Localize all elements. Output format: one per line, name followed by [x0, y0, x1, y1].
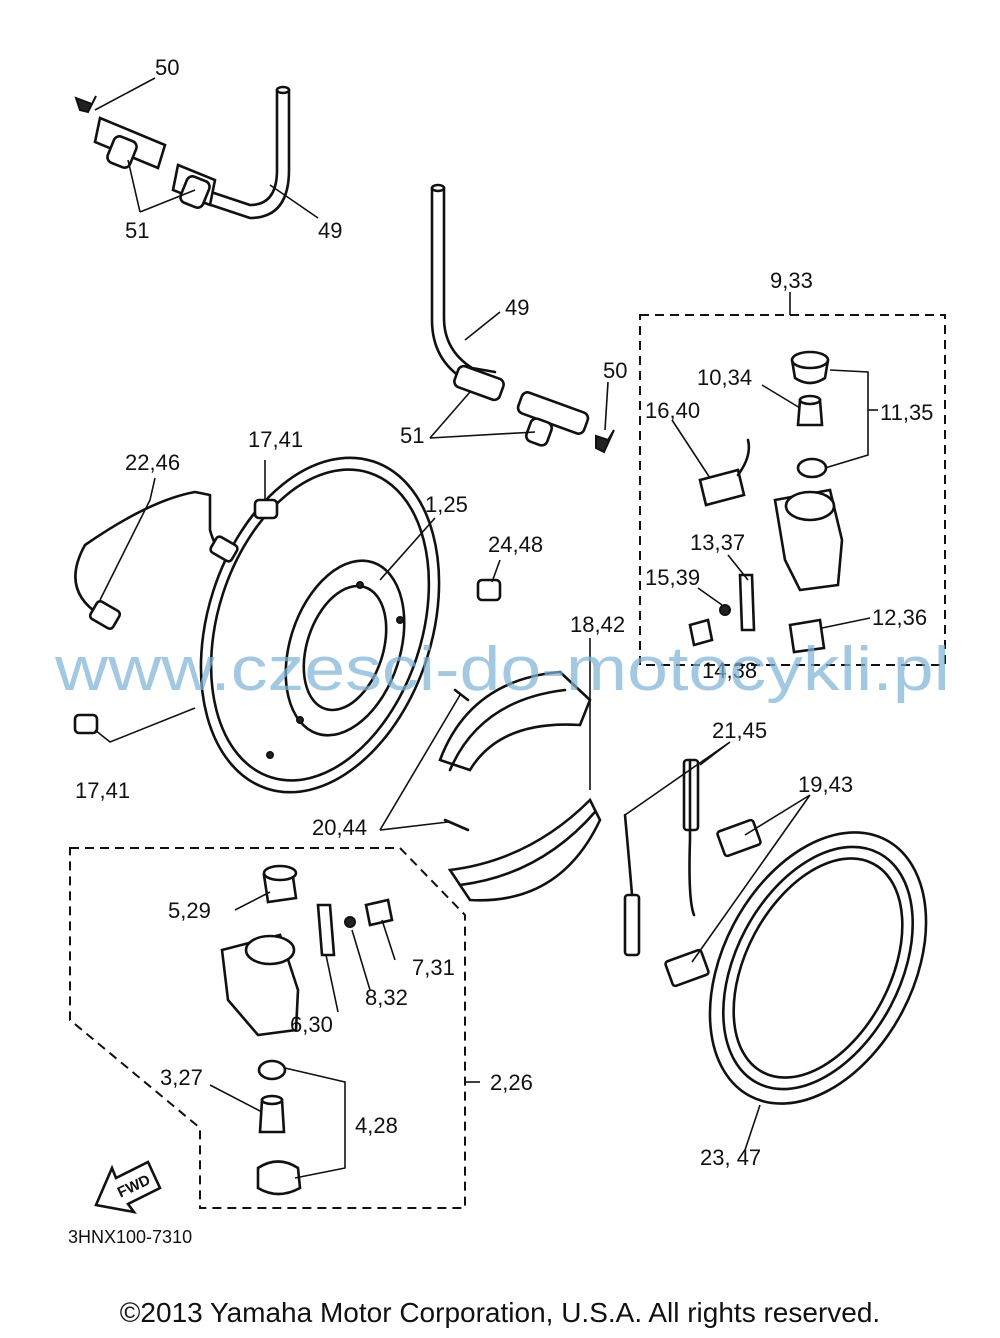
callout-51-top: 51 [125, 218, 149, 243]
callout-21-45: 21,45 [712, 718, 767, 743]
callout-4-28: 4,28 [355, 1113, 398, 1138]
callout-20-44: 20,44 [312, 815, 367, 840]
bolt-17-41-top [253, 498, 279, 520]
copyright-notice: ©2013 Yamaha Motor Corporation, U.S.A. A… [120, 1297, 880, 1328]
breather-hose-49a [203, 88, 279, 207]
callout-1-25: 1,25 [425, 492, 468, 517]
fwd-arrow: FWD [94, 1160, 162, 1214]
clip-19-43-a [716, 818, 762, 858]
callout-3-27: 3,27 [160, 1065, 203, 1090]
plate-13-37 [738, 573, 756, 632]
wheel-cylinder-lower [220, 864, 394, 1196]
springs-21-45 [623, 758, 700, 957]
callout-2-26: 2,26 [490, 1070, 533, 1095]
callout-7-31: 7,31 [412, 955, 455, 980]
callout-8-32: 8,32 [365, 985, 408, 1010]
adjuster-12-36 [788, 618, 826, 654]
callout-labels: 50 51 49 49 50 51 9,33 10,34 11,35 16,40… [75, 55, 933, 1170]
hose-clip-50b [595, 429, 615, 454]
callout-18-42: 18,42 [570, 612, 625, 637]
callout-49-top: 49 [318, 218, 342, 243]
watermark: www.czesci-do-motocykli.pl [54, 635, 950, 704]
callout-5-29: 5,29 [168, 898, 211, 923]
hose-assembly-middle [430, 183, 615, 454]
callout-13-37: 13,37 [690, 530, 745, 555]
wheel-cylinder-upper-box [639, 314, 946, 666]
wheel-cylinder-lower-box [69, 847, 466, 1209]
callout-50-middle: 50 [603, 358, 627, 383]
plate-6-30 [316, 903, 336, 957]
cup-4-28 [256, 1160, 302, 1196]
hose-clip-51c [524, 417, 554, 447]
hose-assembly-top [74, 85, 291, 220]
callout-11-35: 11,35 [880, 400, 933, 425]
clip-19-43-b [664, 948, 710, 988]
callout-17-41-top: 17,41 [248, 427, 303, 452]
bolt-14-38 [688, 618, 714, 647]
breather-hose-49b [430, 186, 492, 387]
hose-clip-51b [179, 175, 211, 209]
callout-16-40: 16,40 [645, 398, 700, 423]
boot-4-28 [257, 1059, 287, 1081]
callout-51-middle: 51 [400, 423, 424, 448]
callout-10-34: 10,34 [697, 365, 752, 390]
callout-24-48: 24,48 [488, 532, 543, 557]
washer-8-32 [344, 916, 356, 928]
callout-17-41-bottom: 17,41 [75, 778, 130, 803]
washer-15-39 [719, 604, 731, 616]
boot-11-35 [796, 457, 828, 479]
bolt-7-31 [364, 898, 394, 927]
brake-pipe-22-46 [74, 490, 239, 630]
callout-50-top: 50 [155, 55, 179, 80]
wheel-cylinder-upper [688, 350, 844, 654]
callout-14-38: 14,38 [702, 658, 757, 683]
hose-clip-51a [106, 135, 138, 169]
callout-9-33: 9,33 [770, 268, 813, 293]
callout-19-43: 19,43 [798, 772, 853, 797]
callout-22-46: 22,46 [125, 450, 180, 475]
brake-plate-1-25 [199, 456, 441, 794]
callout-12-36: 12,36 [872, 605, 927, 630]
hose-clip-50a [74, 95, 97, 114]
seal-ring-23-47 [708, 831, 928, 1105]
callout-49-middle: 49 [505, 295, 529, 320]
brake-shoe-lower [447, 797, 602, 902]
brake-shoes-18-42 [438, 670, 602, 902]
cup-11-35 [790, 350, 830, 370]
leader-lines [94, 77, 878, 1179]
callout-6-30: 6,30 [290, 1012, 333, 1037]
bolt-24-48 [476, 578, 502, 602]
pin-20-44-upper [453, 688, 470, 702]
pin-20-44-lower [443, 818, 470, 832]
bolt-17-41-bottom [73, 713, 99, 735]
callout-23-47: 23, 47 [700, 1145, 761, 1170]
callout-15-39: 15,39 [645, 565, 700, 590]
diagram-code: 3HNX100-7310 [68, 1227, 192, 1247]
bleeder-16-40 [698, 468, 746, 507]
